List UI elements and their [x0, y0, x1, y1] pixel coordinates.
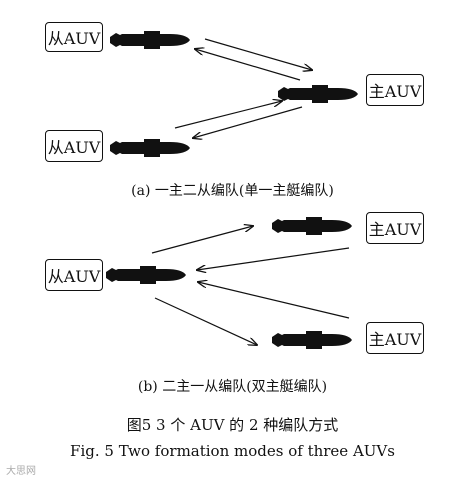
auv-follower: [106, 266, 186, 284]
figure-title-cn: 图5 3 个 AUV 的 2 种编队方式: [126, 416, 339, 434]
follower-top-label-a: 从AUV: [45, 22, 103, 52]
arrow-b4: [154, 297, 257, 345]
arrow-a3: [193, 106, 303, 138]
leader-top-label-b: 主AUV: [366, 212, 424, 244]
auv-follower-bottom: [110, 139, 190, 157]
follower-label-b: 从AUV: [45, 259, 103, 291]
leader-bottom-label-b: 主AUV: [366, 322, 424, 354]
leader-label-a: 主AUV: [366, 74, 424, 106]
arrow-b3: [198, 282, 350, 319]
auv-leader: [278, 85, 358, 103]
arrow-a1: [204, 38, 312, 70]
caption-b: (b) 二主一从编队(双主艇编队): [137, 379, 328, 395]
figure-title-en: Fig. 5 Two formation modes of three AUVs: [70, 442, 395, 460]
auv-follower-top: [110, 31, 190, 49]
arrow-a2: [195, 49, 301, 81]
auv-leader-bottom: [272, 331, 352, 349]
arrow-b1: [151, 226, 253, 254]
watermark: 大思网: [6, 466, 36, 477]
panel-b-graphics: [106, 217, 352, 349]
follower-bottom-label-a: 从AUV: [45, 130, 103, 162]
arrow-b2: [197, 247, 350, 270]
arrow-a4: [174, 101, 282, 129]
auv-leader-top: [272, 217, 352, 235]
caption-a: (a) 一主二从编队(单一主艇编队): [131, 183, 334, 199]
panel-a-graphics: [110, 31, 358, 157]
